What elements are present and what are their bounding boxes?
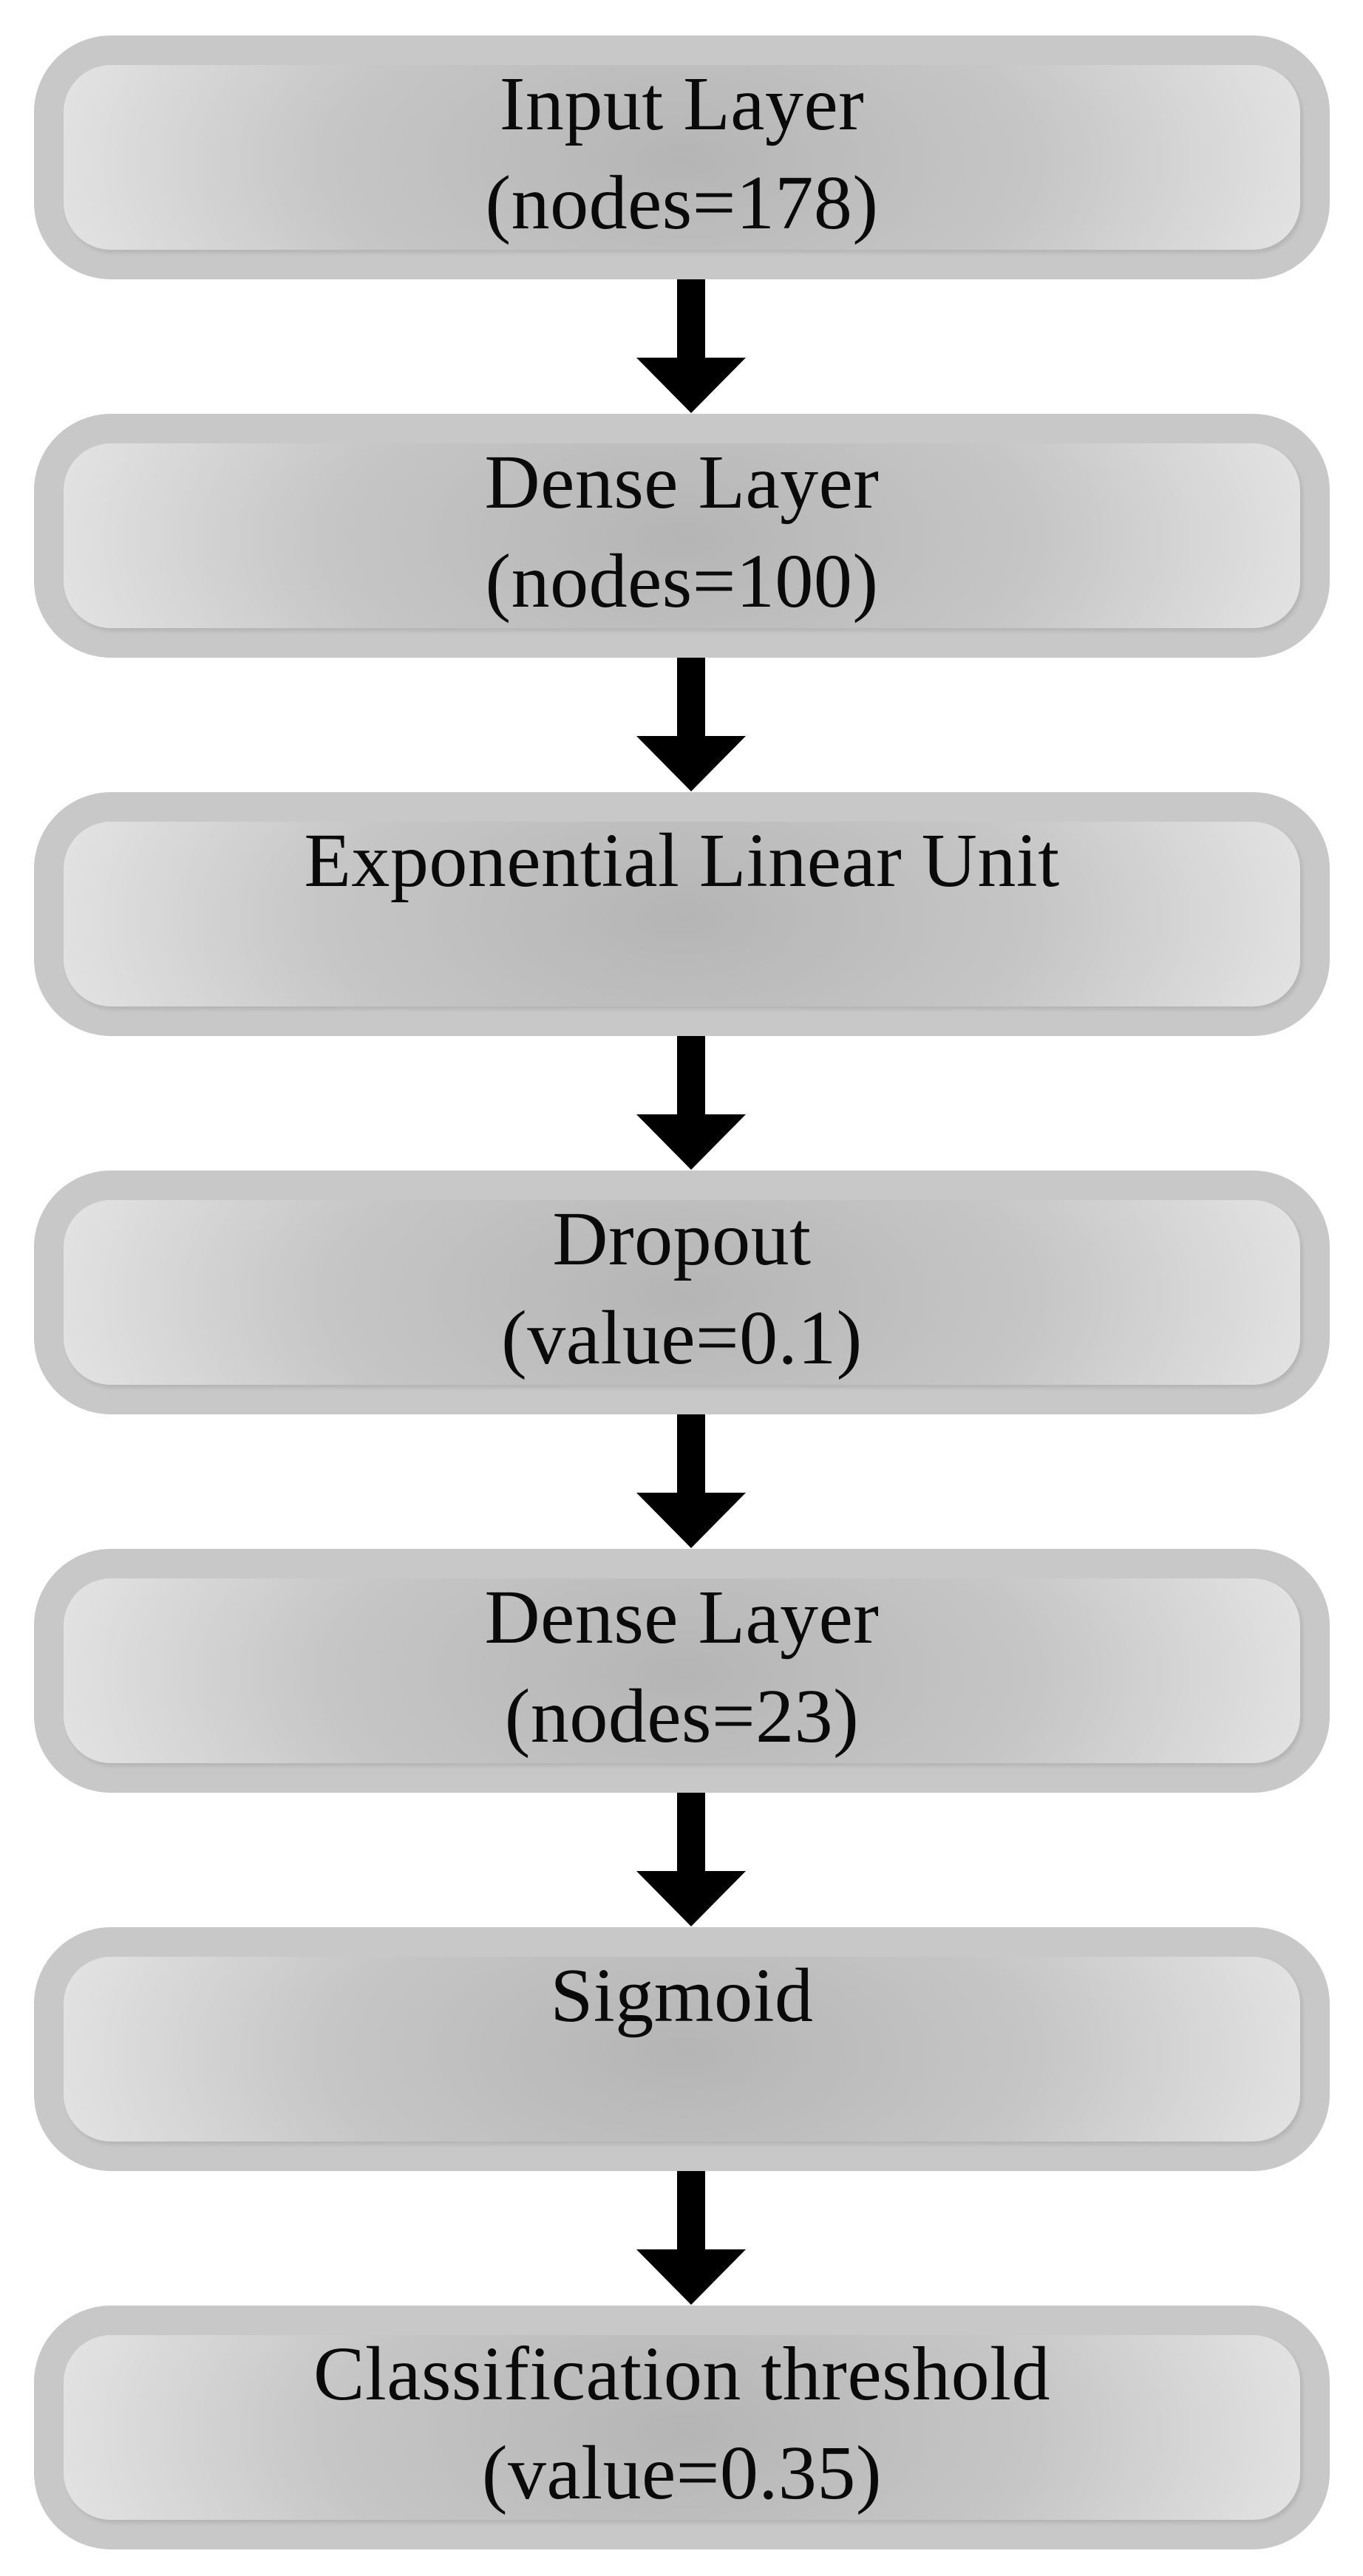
node-dense-layer-2: Dense Layer (nodes=23) (34, 1549, 1330, 1793)
node-input-layer: Input Layer (nodes=178) (34, 35, 1330, 279)
node-label: Dense Layer (nodes=100) (64, 433, 1300, 631)
node-surface: Input Layer (nodes=178) (64, 61, 1300, 250)
node-title: Input Layer (499, 61, 865, 146)
down-arrow-icon (636, 1036, 746, 1170)
node-title: Sigmoid (550, 1953, 814, 2038)
node-surface: Sigmoid (64, 1953, 1300, 2141)
node-elu: Exponential Linear Unit (34, 792, 1330, 1036)
node-title: Exponential Linear Unit (304, 818, 1060, 903)
node-param: (nodes=178) (485, 160, 879, 245)
node-title: Dense Layer (484, 440, 880, 525)
node-dropout: Dropout (value=0.1) (34, 1171, 1330, 1414)
flow-arrow (34, 1414, 1330, 1549)
flow-arrow (34, 658, 1330, 792)
node-surface: Dropout (value=0.1) (64, 1196, 1300, 1385)
node-label: Dropout (value=0.1) (64, 1190, 1300, 1388)
node-title: Dropout (552, 1196, 812, 1281)
down-arrow-icon (636, 279, 746, 413)
node-param: (nodes=100) (485, 539, 879, 624)
flow-arrow (34, 279, 1330, 414)
down-arrow-icon (636, 1793, 746, 1926)
node-surface: Exponential Linear Unit (64, 818, 1300, 1006)
node-surface: Classification threshold (value=0.35) (64, 2331, 1300, 2520)
flow-arrow (34, 2171, 1330, 2306)
flow-arrow (34, 1036, 1330, 1171)
node-label: Dense Layer (nodes=23) (64, 1568, 1300, 1766)
node-param: (nodes=23) (504, 1674, 860, 1759)
down-arrow-icon (636, 1414, 746, 1548)
node-classification-threshold: Classification threshold (value=0.35) (34, 2306, 1330, 2549)
node-param: (value=0.1) (501, 1295, 863, 1380)
node-label: Exponential Linear Unit (64, 811, 1300, 910)
node-title: Classification threshold (313, 2331, 1050, 2416)
node-sigmoid: Sigmoid (34, 1927, 1330, 2171)
node-label: Sigmoid (64, 1946, 1300, 2045)
node-surface: Dense Layer (nodes=23) (64, 1575, 1300, 1763)
node-param: (value=0.35) (481, 2430, 883, 2515)
down-arrow-icon (636, 2171, 746, 2305)
node-surface: Dense Layer (nodes=100) (64, 440, 1300, 628)
node-label: Classification threshold (value=0.35) (64, 2325, 1300, 2523)
node-label: Input Layer (nodes=178) (64, 55, 1300, 253)
node-dense-layer-1: Dense Layer (nodes=100) (34, 414, 1330, 658)
node-title: Dense Layer (484, 1575, 880, 1660)
flow-arrow (34, 1793, 1330, 1927)
down-arrow-icon (636, 658, 746, 791)
